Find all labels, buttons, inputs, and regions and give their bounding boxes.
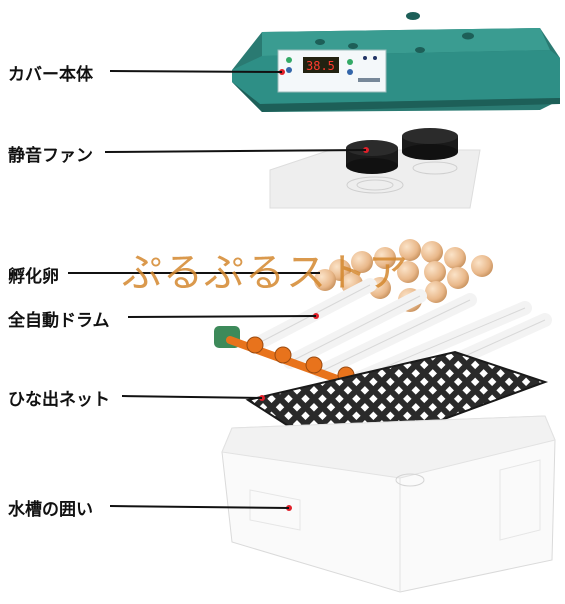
egg-icon: [374, 247, 396, 269]
water-tank: [221, 415, 556, 593]
egg-icon: [447, 267, 469, 289]
label-hatching-eggs: 孵化卵: [8, 267, 59, 287]
gear-icon: [274, 346, 292, 364]
gear-icon: [305, 356, 323, 374]
label-water-tank: 水槽の囲い: [8, 500, 93, 520]
label-cover-body: カバー本体: [8, 65, 93, 85]
egg-icon: [421, 241, 443, 263]
store-watermark: ぷるぷるストア: [122, 250, 409, 296]
egg-icon: [471, 255, 493, 277]
label-hatch-net: ひな出ネット: [8, 390, 110, 410]
label-silent-fan: 静音ファン: [8, 146, 93, 166]
leader-lines: [68, 70, 367, 509]
egg-icon: [397, 261, 419, 283]
cover-body: 38.5: [232, 12, 560, 112]
egg-icon: [444, 247, 466, 269]
egg-icon: [424, 261, 446, 283]
fan-unit: [269, 128, 481, 209]
fan-icon: [402, 128, 458, 160]
egg-icon: [425, 281, 447, 303]
label-auto-drum: 全自動ドラム: [8, 311, 110, 331]
fan-icon: [346, 140, 398, 174]
display-readout: 38.5: [306, 59, 335, 73]
egg-icon: [399, 239, 421, 261]
egg-icon: [314, 269, 336, 291]
egg-icon: [351, 251, 373, 273]
gear-icon: [246, 336, 264, 354]
